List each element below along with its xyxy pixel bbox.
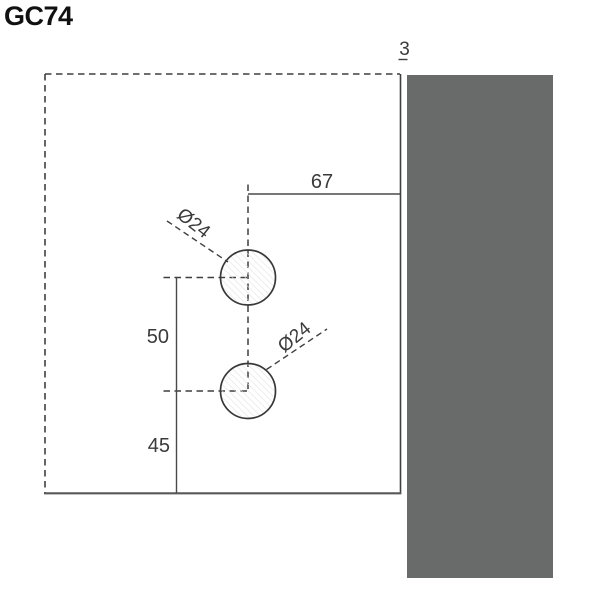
product-code-title: GC74 bbox=[4, 1, 73, 31]
hole-top bbox=[219, 249, 277, 306]
hole-bottom bbox=[219, 362, 277, 420]
dim-label-45: 45 bbox=[148, 435, 170, 457]
leader-line-hole-top bbox=[166, 220, 229, 263]
dia-label-hole-top: Ø24 bbox=[173, 204, 215, 243]
leader-line-hole-bottom bbox=[266, 328, 328, 371]
dim-label-67: 67 bbox=[311, 171, 333, 193]
dim-label-50: 50 bbox=[147, 326, 169, 348]
dim-label-wall-gap: 3 bbox=[399, 39, 410, 60]
wall-post-bar bbox=[407, 75, 553, 578]
